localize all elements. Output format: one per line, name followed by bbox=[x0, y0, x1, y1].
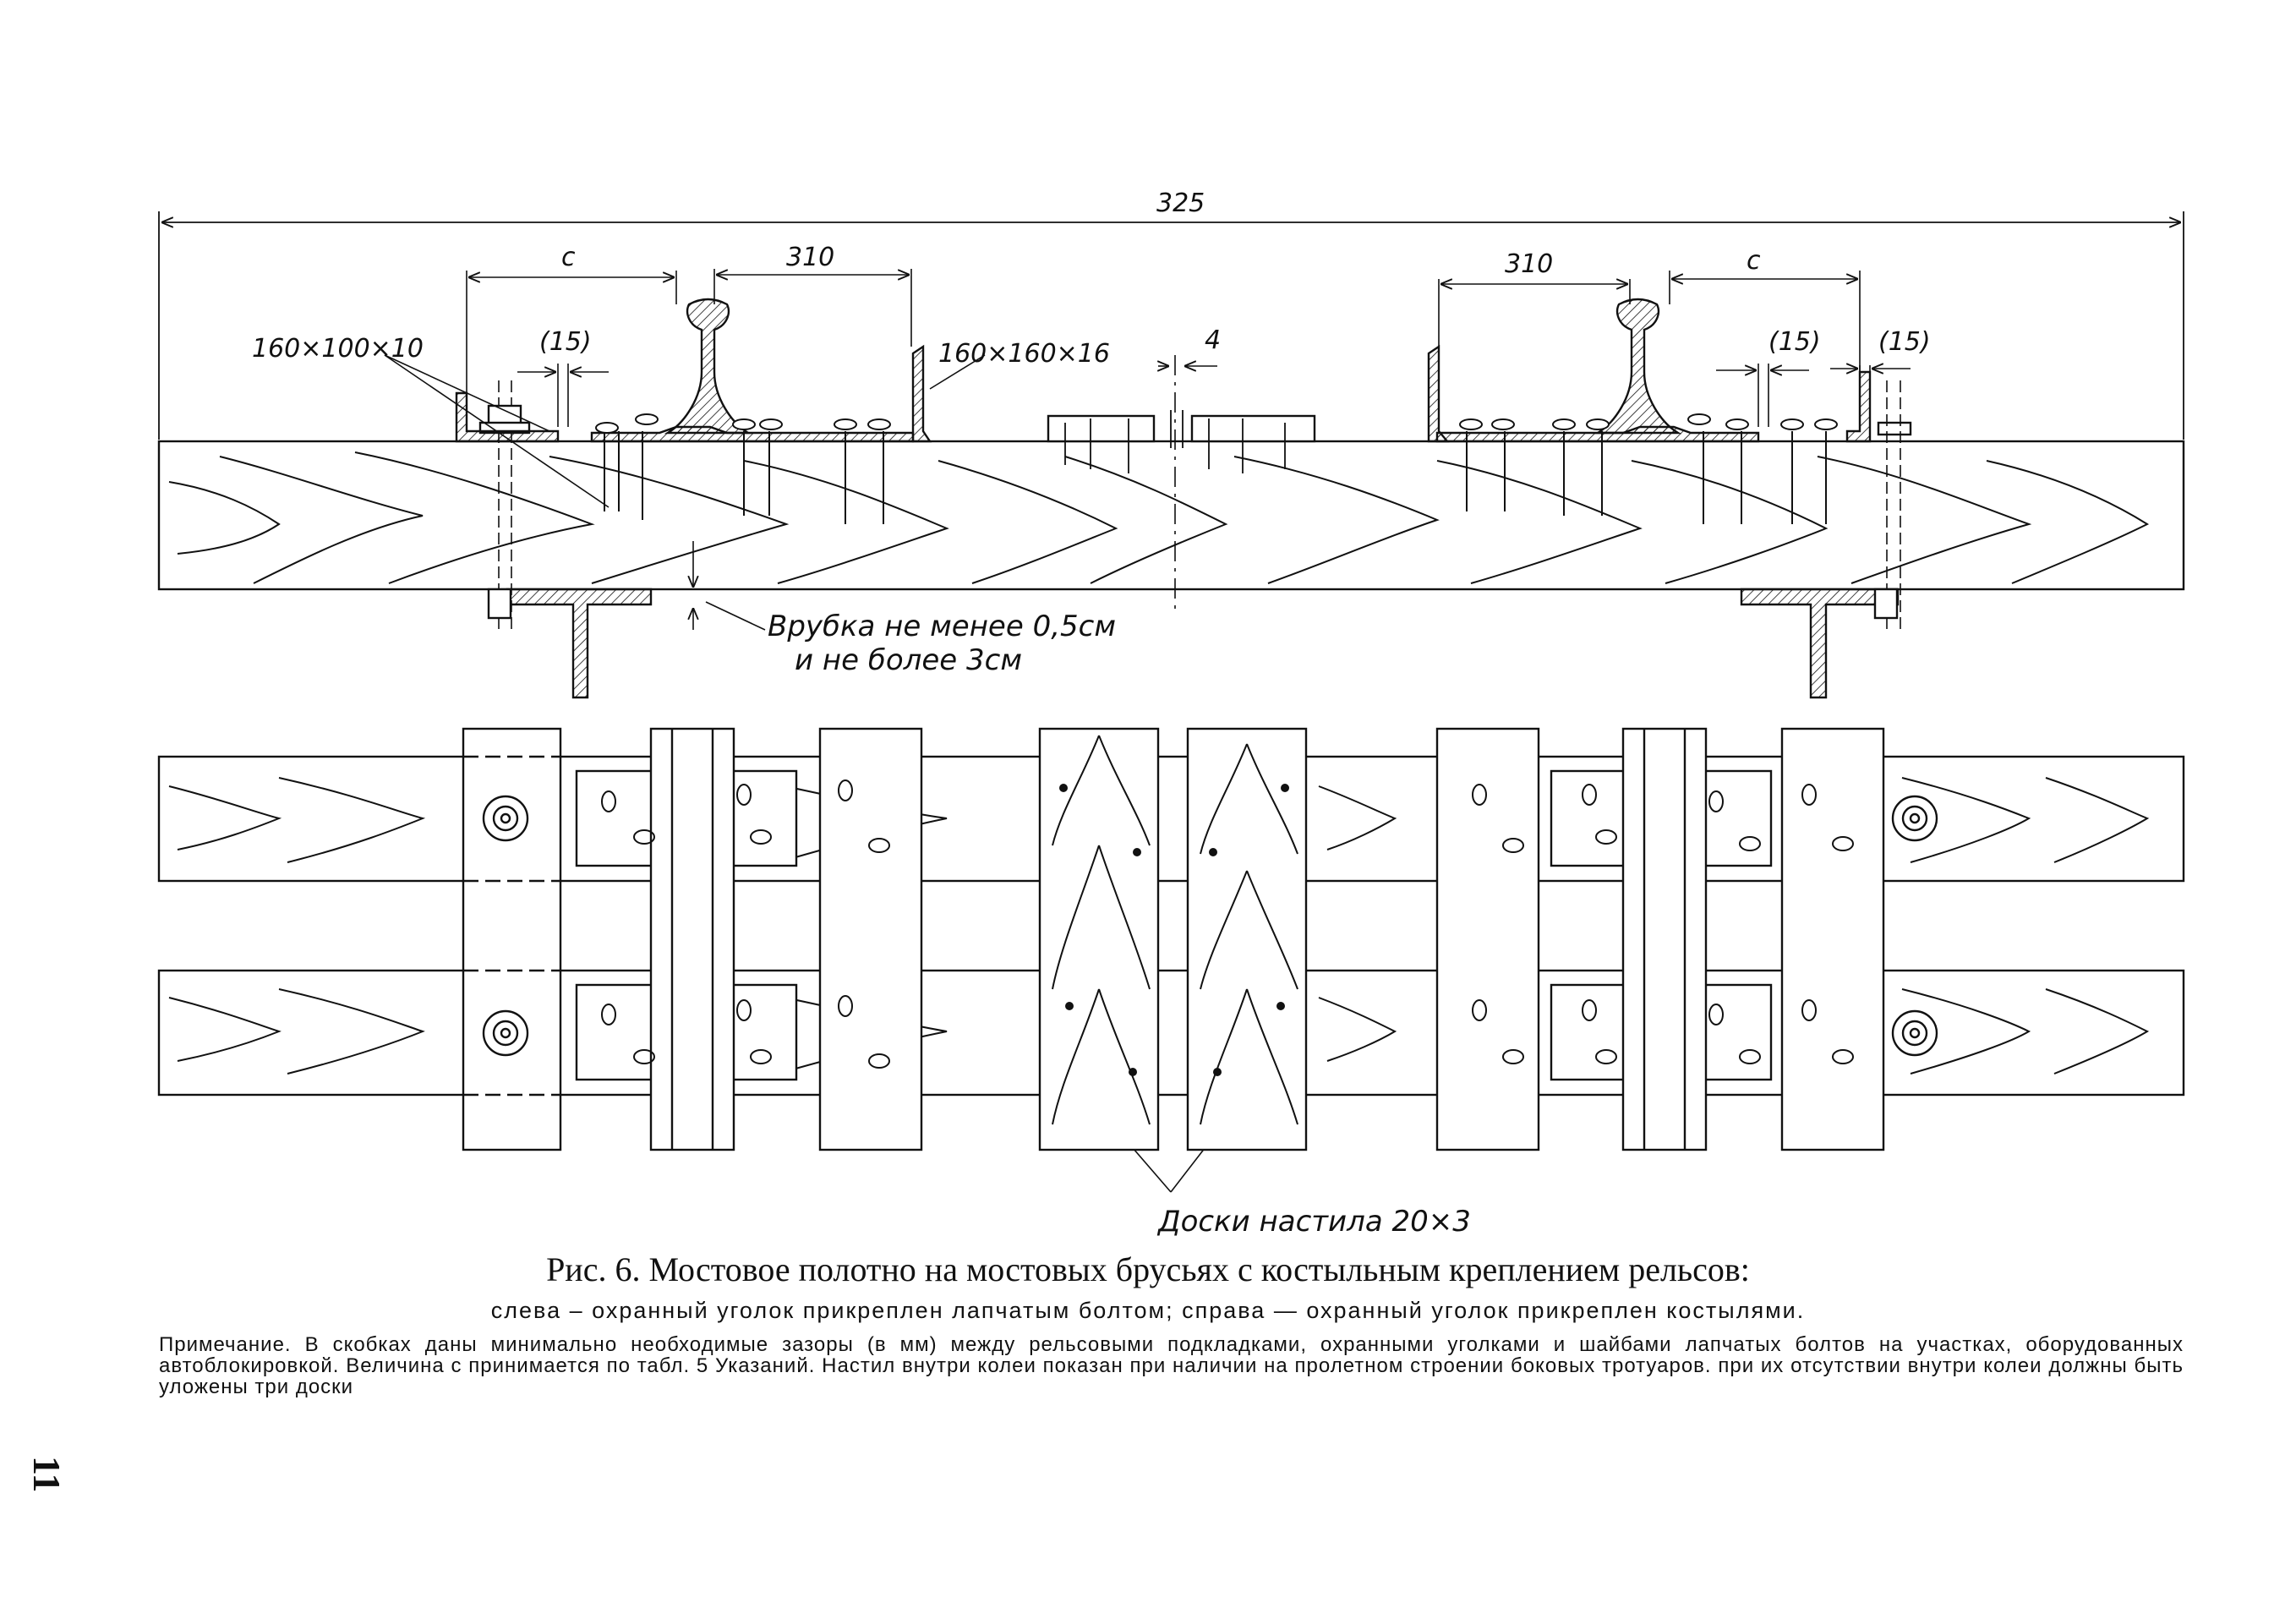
angle-160x160-right bbox=[1427, 344, 1450, 443]
spikes-right bbox=[1459, 413, 1838, 524]
angle-160x160-left bbox=[911, 344, 932, 443]
rail-right bbox=[1594, 298, 1682, 435]
dim-310-left-label: 310 bbox=[786, 243, 834, 272]
spike-heads-plan bbox=[601, 779, 1854, 1069]
dim-310-right-label: 310 bbox=[1505, 249, 1553, 279]
rail-left-plan bbox=[649, 727, 735, 1151]
guard-angle-right-plan bbox=[1780, 727, 1885, 1151]
section-view bbox=[157, 211, 2185, 1193]
guard-angle-right-top bbox=[1845, 370, 1872, 443]
dim-gap-15-a-label: (15) bbox=[539, 327, 592, 357]
lug-bolt-washers-left bbox=[482, 795, 529, 1057]
deck-board-plan-right bbox=[1186, 727, 1308, 1151]
angle-large-label: 160×160×16 bbox=[938, 339, 1110, 369]
angle-strip-right-plan bbox=[1435, 727, 1540, 1151]
timber-beam-section bbox=[157, 440, 2185, 591]
plan-view bbox=[157, 727, 2185, 1151]
deck-board-section-left bbox=[1047, 414, 1156, 443]
dim-c-right-label: c bbox=[1747, 246, 1761, 276]
deck-board-plan-left bbox=[1038, 727, 1160, 1151]
angle-small-label: 160×100×10 bbox=[252, 334, 424, 364]
dim-gap-4-label: 4 bbox=[1205, 325, 1221, 355]
tie-plate-left bbox=[590, 425, 915, 443]
figure-caption-subtitle: слева – охранный уголок прикреплен лапча… bbox=[490, 1298, 1806, 1323]
spikes-left bbox=[595, 413, 891, 524]
dim-gap-15-b-label: (15) bbox=[1768, 327, 1821, 357]
guard-angle-left-bottom bbox=[506, 588, 653, 699]
lug-bolt-washers-right bbox=[1891, 795, 1938, 1057]
rail-left bbox=[664, 298, 752, 435]
tie-plate-right bbox=[1435, 425, 1760, 443]
notch-label-line1: Врубка не менее 0,5см bbox=[768, 610, 1116, 643]
dim-overall-label: 325 bbox=[1156, 189, 1205, 218]
figure-caption-title: Рис. 6. Мостовое полотно на мостовых бру… bbox=[546, 1250, 1750, 1288]
guard-angle-left-plan bbox=[462, 727, 562, 1151]
dim-gap-15-c-label: (15) bbox=[1878, 327, 1931, 357]
deck-board-section-right bbox=[1190, 414, 1316, 443]
notch-label-line2: и не более 3см bbox=[795, 643, 1022, 677]
angle-strip-left-plan bbox=[818, 727, 923, 1151]
rail-right-plan bbox=[1621, 727, 1708, 1151]
dim-c-left-label: c bbox=[561, 243, 576, 272]
deck-boards-label: Доски настила 20×3 bbox=[1156, 1205, 1471, 1239]
figure-note: Примечание. В скобках даны минимально не… bbox=[159, 1333, 2184, 1398]
page-number: 11 bbox=[25, 1456, 68, 1493]
